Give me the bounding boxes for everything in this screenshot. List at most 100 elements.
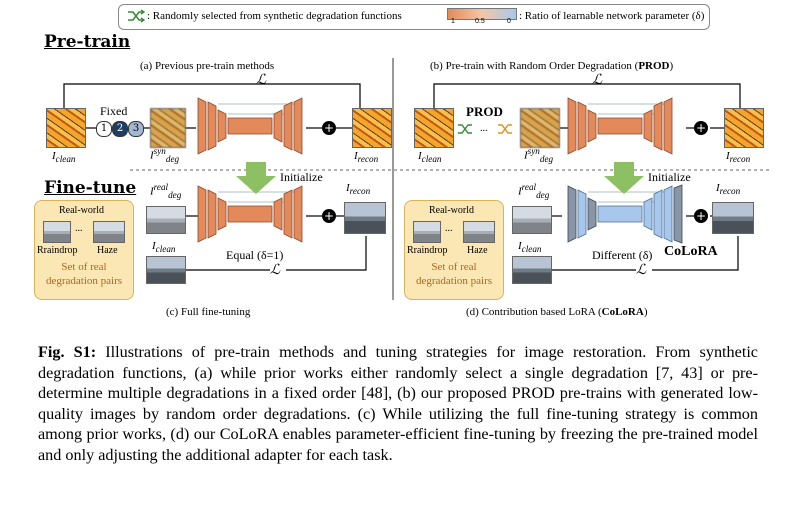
realworld-label-c: Real-world xyxy=(59,205,104,216)
label-recon-b-main: I xyxy=(726,150,730,162)
degraded-image-b xyxy=(520,108,560,148)
haze-label-d: Haze xyxy=(467,245,488,256)
label-recon-d-sub: recon xyxy=(719,186,741,197)
label-deg-syn-a: Isyndeg xyxy=(150,146,179,164)
label-clean-d-sub: clean xyxy=(521,244,542,255)
label-deg-real-d-sub: deg xyxy=(536,189,550,200)
loss-symbol-c: ℒ xyxy=(270,262,281,278)
label-recon-c: Irecon xyxy=(346,182,370,196)
label-recon-d-main: I xyxy=(716,182,720,194)
svg-text:...: ... xyxy=(480,123,488,134)
loss-symbol-a: ℒ xyxy=(256,72,267,88)
equal-label: Equal (δ=1) xyxy=(226,248,284,262)
haze-thumb-d xyxy=(463,221,495,243)
label-recon-c-sub: recon xyxy=(349,186,371,197)
label-recon-a-sub: recon xyxy=(357,154,379,165)
pretrain-heading: Pre-train xyxy=(44,32,131,52)
panel-d-prefix: (d) Contribution based LoRA ( xyxy=(466,306,602,318)
recon-image-b xyxy=(724,108,764,148)
label-deg-b-main: I xyxy=(524,149,528,162)
legend-box: : Randomly selected from synthetic degra… xyxy=(118,4,710,30)
raindrop-label-c: Rraindrop xyxy=(37,245,78,256)
haze-thumb-c xyxy=(93,221,125,243)
label-clean-c-sub: clean xyxy=(155,244,176,255)
label-deg-b-sup: syn xyxy=(527,146,540,156)
label-clean-c-main: I xyxy=(152,240,156,252)
add-icon-d: + xyxy=(694,209,708,223)
raindrop-label-d: Rraindrop xyxy=(407,245,448,256)
set-line1-c: Set of real xyxy=(61,261,107,273)
label-clean-b: Iclean xyxy=(418,150,442,164)
raindrop-thumb-c xyxy=(43,221,71,243)
label-deg-real-d-sup: real xyxy=(521,182,537,192)
dots-d: ... xyxy=(445,223,453,234)
label-deg-real-c-sub: deg xyxy=(168,189,182,200)
unet-pretrain-a xyxy=(197,97,303,155)
clean-image-b xyxy=(414,108,454,148)
real-deg-image-d xyxy=(512,206,552,234)
real-world-set-c: Real-world ... Rraindrop Haze Set of rea… xyxy=(34,200,134,300)
label-recon-b: Irecon xyxy=(726,150,750,164)
set-line1-d: Set of real xyxy=(431,261,477,273)
real-clean-image-c xyxy=(146,256,186,284)
unet-finetune-c xyxy=(197,185,303,243)
panel-d-caption: (d) Contribution based LoRA (CoLoRA) xyxy=(466,306,648,318)
add-icon-a: + xyxy=(322,121,336,135)
set-line2-d: degradation pairs xyxy=(415,275,493,287)
label-clean-b-sub: clean xyxy=(421,154,442,165)
add-icon-b: + xyxy=(694,121,708,135)
clean-image-a xyxy=(46,108,86,148)
label-clean-b-main: I xyxy=(418,150,422,162)
colora-label: CoLoRA xyxy=(664,244,718,259)
real-deg-image-c xyxy=(146,206,186,234)
panel-b-prefix: (b) Pre-train with Random Order Degradat… xyxy=(430,60,639,72)
shuffle-icon xyxy=(128,9,145,23)
panel-b-caption: (b) Pre-train with Random Order Degradat… xyxy=(430,60,673,72)
prod-label: PROD xyxy=(466,104,503,119)
panel-d-bold: CoLoRA xyxy=(601,306,644,318)
initialize-label-c: Initialize xyxy=(280,170,323,184)
legend-shuffle-text: : Randomly selected from synthetic degra… xyxy=(147,10,402,22)
label-deg-a-sub: deg xyxy=(165,153,180,164)
realworld-label-d: Real-world xyxy=(429,205,474,216)
label-deg-real-c-sup: real xyxy=(153,182,169,192)
label-recon-d: Irecon xyxy=(716,182,740,196)
label-deg-syn-b: Isyndeg xyxy=(524,146,553,164)
caption-label: Fig. S1: xyxy=(38,343,97,361)
step-3-circle: 3 xyxy=(128,121,144,137)
label-recon-a-main: I xyxy=(354,150,358,162)
divider-lines xyxy=(63,58,770,300)
finetune-heading: Fine-tune xyxy=(44,178,137,198)
label-deg-b-sub: deg xyxy=(539,153,554,164)
label-clean-d: Iclean xyxy=(518,240,542,254)
label-deg-real-d-main: I xyxy=(518,185,522,198)
real-clean-image-d xyxy=(512,256,552,284)
panel-b-suffix: ) xyxy=(669,60,674,72)
haze-label-c: Haze xyxy=(97,245,118,256)
colorbar-tick-1: 1 xyxy=(451,18,455,25)
figure-caption: Fig. S1: Illustrations of pre-train meth… xyxy=(38,342,758,465)
label-deg-a-main: I xyxy=(150,149,154,162)
label-deg-real-c-main: I xyxy=(150,185,154,198)
label-clean-d-main: I xyxy=(518,240,522,252)
degraded-image-a xyxy=(150,108,186,148)
label-clean-c: Iclean xyxy=(152,240,176,254)
panel-a-caption: (a) Previous pre-train methods xyxy=(140,60,275,72)
label-clean-a-main: I xyxy=(52,150,56,162)
label-deg-real-d: Irealdeg xyxy=(518,182,549,200)
step-2-circle: 2 xyxy=(112,121,128,137)
label-deg-a-sup: syn xyxy=(153,146,166,156)
panel-b-bold: PROD xyxy=(638,60,670,72)
recon-image-d xyxy=(712,202,754,234)
legend-bar-text: : Ratio of learnable network parameter (… xyxy=(519,10,705,22)
recon-image-a xyxy=(352,108,392,148)
different-label: Different (δ) xyxy=(592,248,653,262)
unet-pretrain-b xyxy=(567,97,673,155)
add-icon-c: + xyxy=(322,209,336,223)
label-clean-a: Iclean xyxy=(52,150,76,164)
panel-d-suffix: ) xyxy=(643,306,648,318)
colorbar-tick-0: 0 xyxy=(507,18,511,25)
label-clean-a-sub: clean xyxy=(55,154,76,165)
unet-colora-d xyxy=(567,184,683,244)
label-recon-a: Irecon xyxy=(354,150,378,164)
